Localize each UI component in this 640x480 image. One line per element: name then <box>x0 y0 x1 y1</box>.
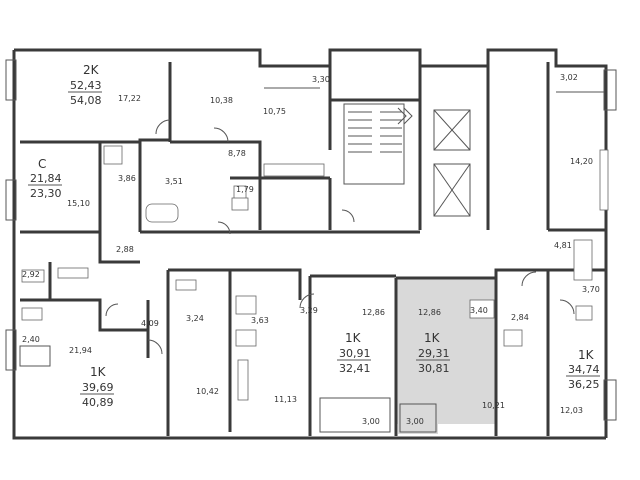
room-area: 2,84 <box>511 313 529 322</box>
room-area: 11,13 <box>274 395 297 404</box>
room-area: 4,81 <box>554 241 572 250</box>
room-area: 17,22 <box>118 94 141 103</box>
room-area: 3,40 <box>470 306 488 315</box>
room-area: 3,29 <box>300 306 318 315</box>
room-area: 3,30 <box>312 75 330 84</box>
selected-apartment-balcony <box>398 404 438 434</box>
room-area: 15,10 <box>67 199 90 208</box>
kitchen-counters <box>57 149 609 401</box>
room-area: 2,88 <box>116 245 134 254</box>
room-area: 12,86 <box>418 308 441 317</box>
room-area: 10,38 <box>210 96 233 105</box>
room-area: 3,24 <box>186 314 204 323</box>
apartment-type: 1K <box>90 365 107 379</box>
elevator-shafts <box>433 109 471 217</box>
total-area: 54,08 <box>70 94 102 107</box>
total-area: 23,30 <box>30 187 62 200</box>
room-area: 3,70 <box>582 285 600 294</box>
apartment-type: 1K <box>578 348 595 362</box>
apartment-type: 2K <box>83 63 100 77</box>
apartment-1k-c-label: 1K 29,31 30,81 <box>416 331 450 375</box>
living-area: 34,74 <box>568 363 600 376</box>
room-area: 21,94 <box>69 346 92 355</box>
room-area: 8,78 <box>228 149 246 158</box>
room-area: 10,21 <box>482 401 505 410</box>
apartment-c-label: C 21,84 23,30 <box>28 157 62 200</box>
room-area: 10,42 <box>196 387 219 396</box>
balconies <box>19 345 437 433</box>
room-area: 12,03 <box>560 406 583 415</box>
room-area: 2,40 <box>22 335 40 344</box>
total-area: 36,25 <box>568 378 600 391</box>
apartment-type: 1K <box>345 331 362 345</box>
stairwell <box>343 103 413 185</box>
room-area: 1,79 <box>236 185 254 194</box>
room-area: 2,92 <box>22 270 40 279</box>
total-area: 40,89 <box>82 396 114 409</box>
living-area: 21,84 <box>30 172 62 185</box>
total-area: 32,41 <box>339 362 371 375</box>
room-area: 10,75 <box>263 107 286 116</box>
total-area: 30,81 <box>418 362 450 375</box>
room-area: 14,20 <box>570 157 593 166</box>
door-swings <box>105 119 575 355</box>
room-area: 3,51 <box>165 177 183 186</box>
apartment-1k-b-label: 1K 30,91 32,41 <box>337 331 371 375</box>
apartment-1k-d-label: 1K 34,74 36,25 <box>566 348 600 391</box>
apartment-type: 1K <box>424 331 441 345</box>
room-area: 12,86 <box>362 308 385 317</box>
living-area: 52,43 <box>70 79 102 92</box>
room-area: 3,63 <box>251 316 269 325</box>
room-area: 3,00 <box>406 417 424 426</box>
apartment-2k-label: 2K 52,43 54,08 <box>68 63 102 107</box>
room-area: 4,09 <box>141 319 159 328</box>
room-area-labels: 17,22 10,38 3,30 10,75 8,78 1,79 3,02 14… <box>22 73 600 426</box>
room-area: 3,86 <box>118 174 136 183</box>
apartment-type: C <box>38 157 46 171</box>
interior-walls <box>20 62 606 436</box>
apartment-1k-a-label: 1K 39,69 40,89 <box>80 365 114 409</box>
living-area: 30,91 <box>339 347 371 360</box>
room-area: 3,02 <box>560 73 578 82</box>
bathroom-fixtures <box>21 145 593 347</box>
room-area: 3,00 <box>362 417 380 426</box>
living-area: 39,69 <box>82 381 114 394</box>
living-area: 29,31 <box>418 347 450 360</box>
